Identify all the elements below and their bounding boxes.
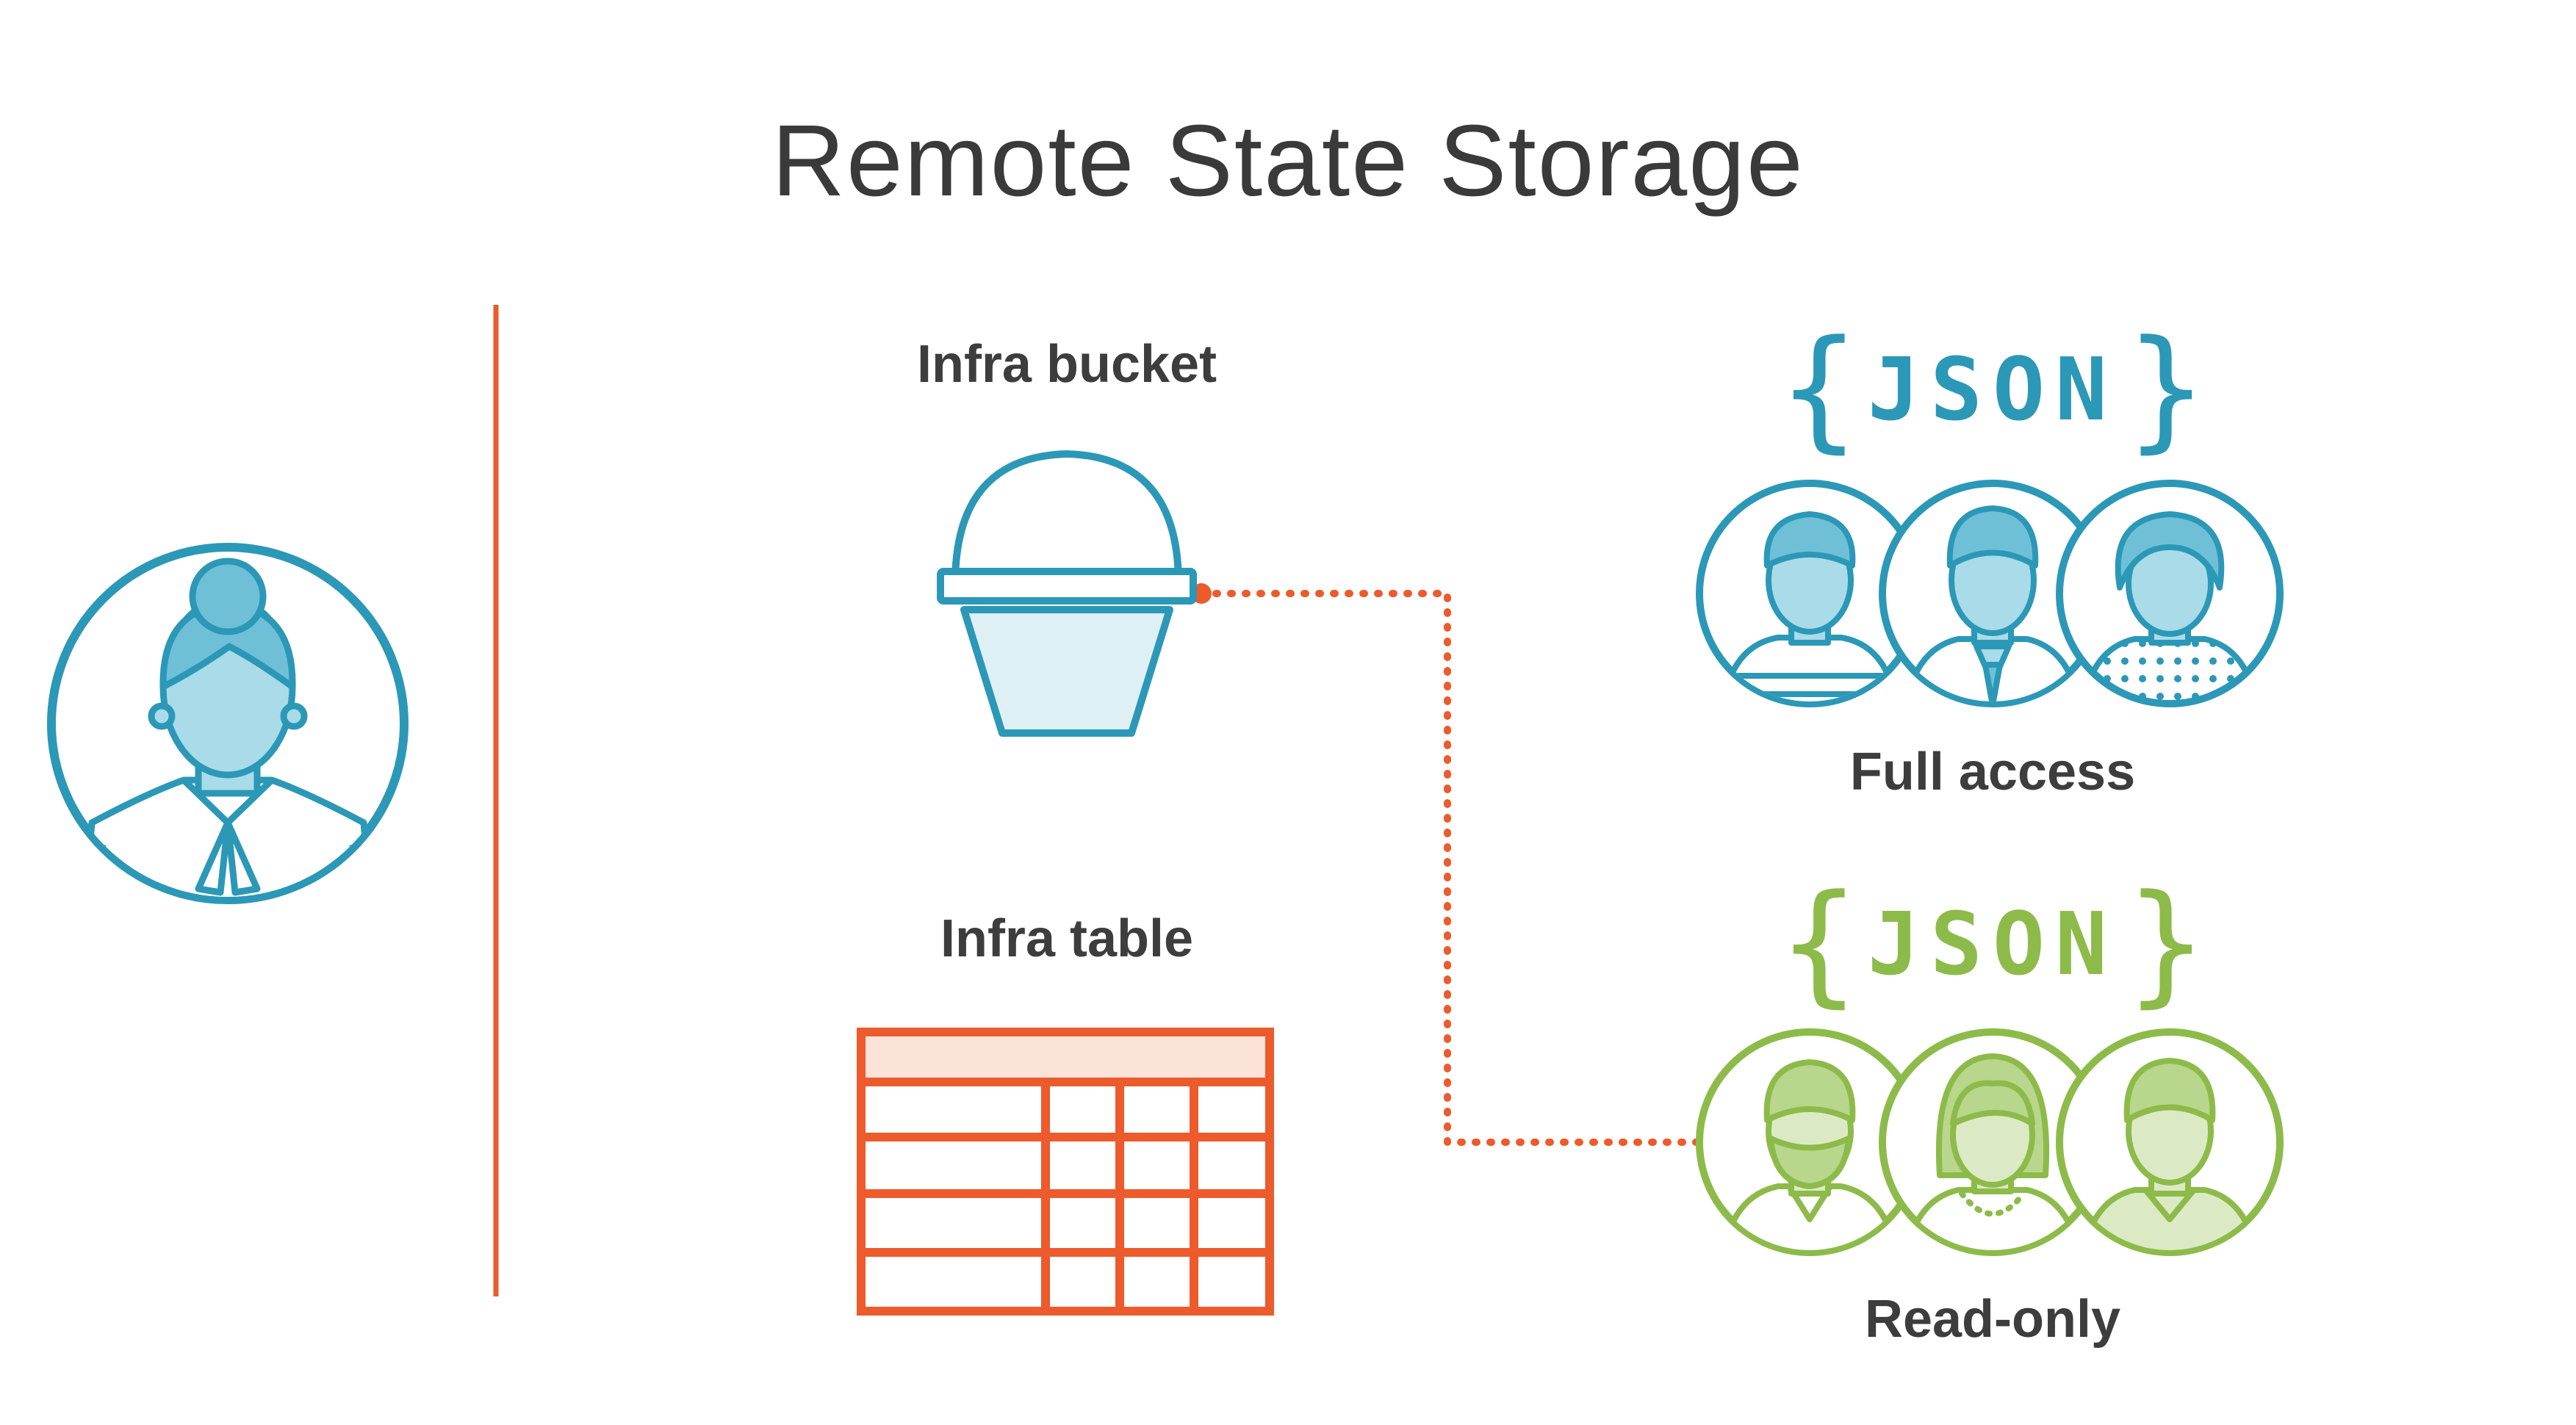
- admin-avatar-icon: [47, 543, 409, 904]
- json-badge-full: { JSON }: [1779, 312, 2206, 466]
- table-label: Infra table: [940, 909, 1194, 968]
- connector-line: [1198, 590, 1708, 1146]
- bucket-icon: [937, 450, 1197, 737]
- bucket-label: Infra bucket: [916, 335, 1217, 394]
- team-full-access-icon: [1696, 480, 2284, 707]
- read-only-label: Read-only: [1864, 1290, 2121, 1349]
- json-badge-read: { JSON }: [1779, 867, 2206, 1020]
- table-icon: [857, 1028, 1274, 1316]
- page-title: Remote State Storage: [771, 104, 1805, 217]
- full-access-label: Full access: [1849, 743, 2136, 801]
- team-read-only-icon: [1696, 1028, 2284, 1256]
